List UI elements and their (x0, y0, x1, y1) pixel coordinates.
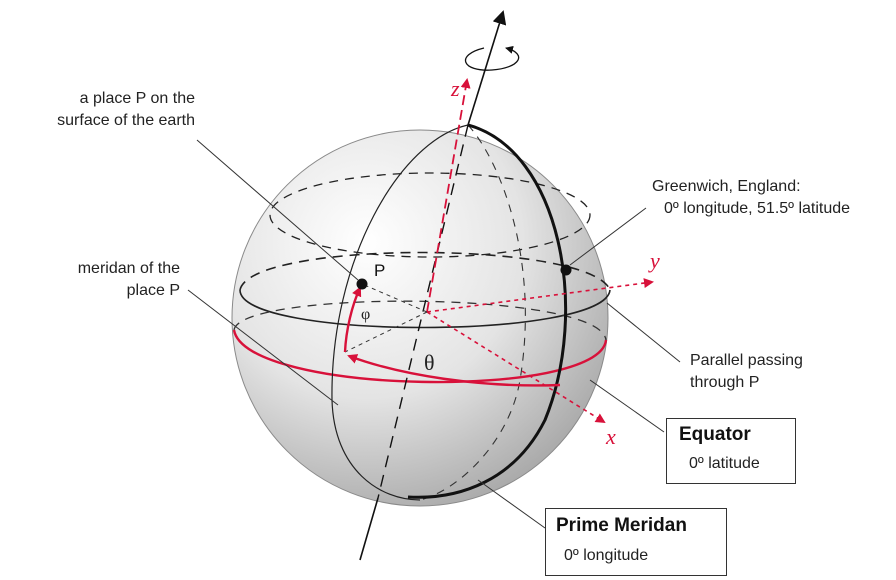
upper-parallel (269, 172, 591, 258)
longitude-arc (347, 354, 561, 387)
z-axis (426, 78, 471, 313)
z-axis-label: z (450, 76, 460, 101)
theta-label: θ (424, 350, 435, 375)
leader-prime (477, 479, 546, 529)
meridian-of-p (331, 124, 469, 501)
label-greenwich: Greenwich, England:0º longitude, 51.5º l… (652, 178, 851, 217)
greenwich-point (560, 264, 572, 276)
phi-label: φ (361, 306, 370, 323)
leader-parallel (606, 302, 681, 363)
equator-box: Equator 0º latitude (666, 418, 796, 484)
point-p (356, 278, 368, 290)
prime-meridian-box: Prime Meridan 0º longitude (545, 508, 727, 576)
radius-to-p (361, 283, 428, 313)
y-axis-label: y (648, 248, 660, 273)
leader-meridian-p (187, 289, 339, 406)
equator-front (232, 329, 608, 384)
leader-equator (589, 379, 665, 433)
latitude-arc (343, 286, 362, 353)
x-axis-label: x (605, 424, 616, 449)
equator-back (233, 300, 607, 341)
x-axis (426, 311, 606, 424)
prime-meridian-subtitle: 0º longitude (564, 547, 649, 564)
polar-axis-inner (377, 124, 469, 499)
equator-title: Equator (679, 424, 751, 445)
point-p-label: P (374, 261, 385, 280)
y-axis (426, 278, 654, 313)
meridian-of-p-back (419, 124, 526, 501)
parallel-through-p-back (239, 251, 611, 291)
equator-subtitle: 0º latitude (689, 455, 760, 472)
rotation-arrow-icon (464, 45, 520, 71)
polar-axis-top (467, 10, 507, 126)
parallel-through-p-front (239, 289, 611, 329)
prime-meridian-title: Prime Meridan (556, 515, 687, 536)
leader-place-p (196, 139, 359, 281)
leader-greenwich (569, 207, 647, 266)
polar-axis-bottom (359, 497, 379, 561)
